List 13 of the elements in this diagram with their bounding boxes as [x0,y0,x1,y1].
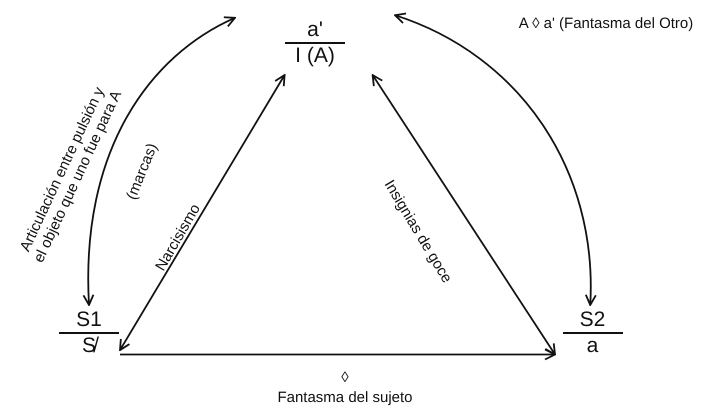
denominator-text: I (A) [295,44,335,68]
numerator-text: S2 [562,308,622,334]
arrow [119,74,286,351]
note-text: Fantasma del sujeto [276,389,414,406]
arrow [120,348,556,360]
numerator-text: S1 [59,308,119,334]
edge-label: A ◊ a' (Fantasma del Otro) [518,15,694,32]
curved-arrow [82,16,236,306]
curved-arrow [394,13,596,306]
arrow [372,74,556,356]
edge-label: ◊ [340,369,350,386]
denominator-text: a [586,334,598,358]
numerator-text: a' [285,18,345,44]
